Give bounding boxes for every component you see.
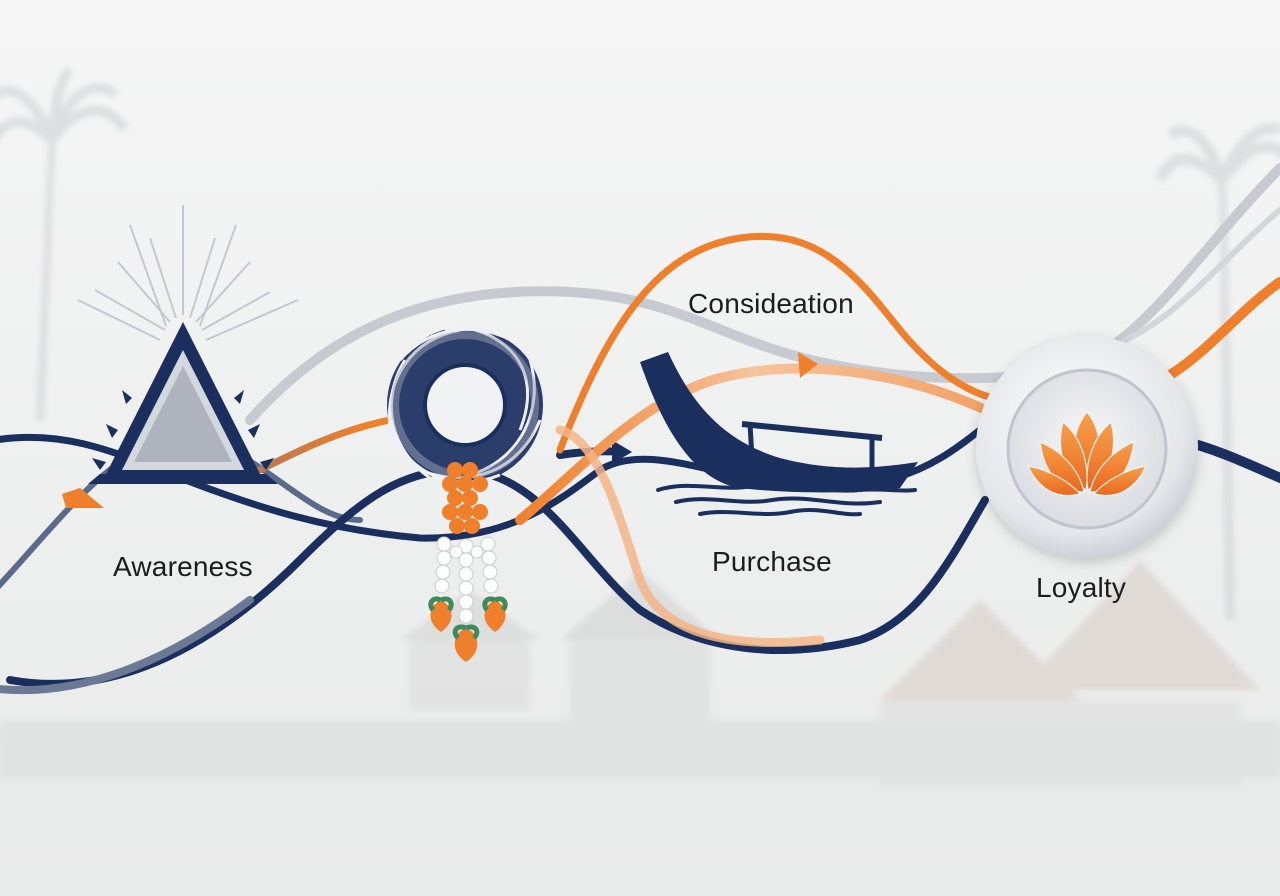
orange-arrowhead-mid (798, 352, 818, 378)
flower-garland-icon (387, 325, 547, 662)
orange-ribbon-right (1165, 277, 1280, 380)
thai-temple-roof-icon (77, 205, 299, 484)
garland-strands (434, 536, 499, 624)
stage-label-purchase: Purchase (712, 546, 832, 577)
boat-waves (656, 481, 917, 517)
stage-label-awareness: Awareness (113, 551, 253, 582)
gray-ribbon-right-lower (1097, 207, 1280, 353)
navy-ribbon-low-fade (0, 596, 254, 695)
orange-ribbon-dive (555, 425, 825, 647)
navy-arrowhead (612, 440, 632, 464)
radiance-rays (77, 205, 299, 341)
stage-label-loyalty: Loyalty (1036, 572, 1127, 603)
orange-ribbon-mid (515, 363, 995, 525)
navy-ribbon-low (6, 465, 989, 688)
orange-arrowhead-left (62, 488, 104, 508)
longtail-boat-icon (640, 352, 918, 517)
garland-knot (442, 462, 488, 534)
garland-buds (428, 596, 508, 662)
background-scenery (0, 66, 1280, 790)
lotus-icon (976, 336, 1198, 558)
orange-ribbon-arc (556, 232, 1014, 454)
stage-label-consideration: Consideation (688, 288, 854, 319)
garland-ring (387, 325, 547, 484)
